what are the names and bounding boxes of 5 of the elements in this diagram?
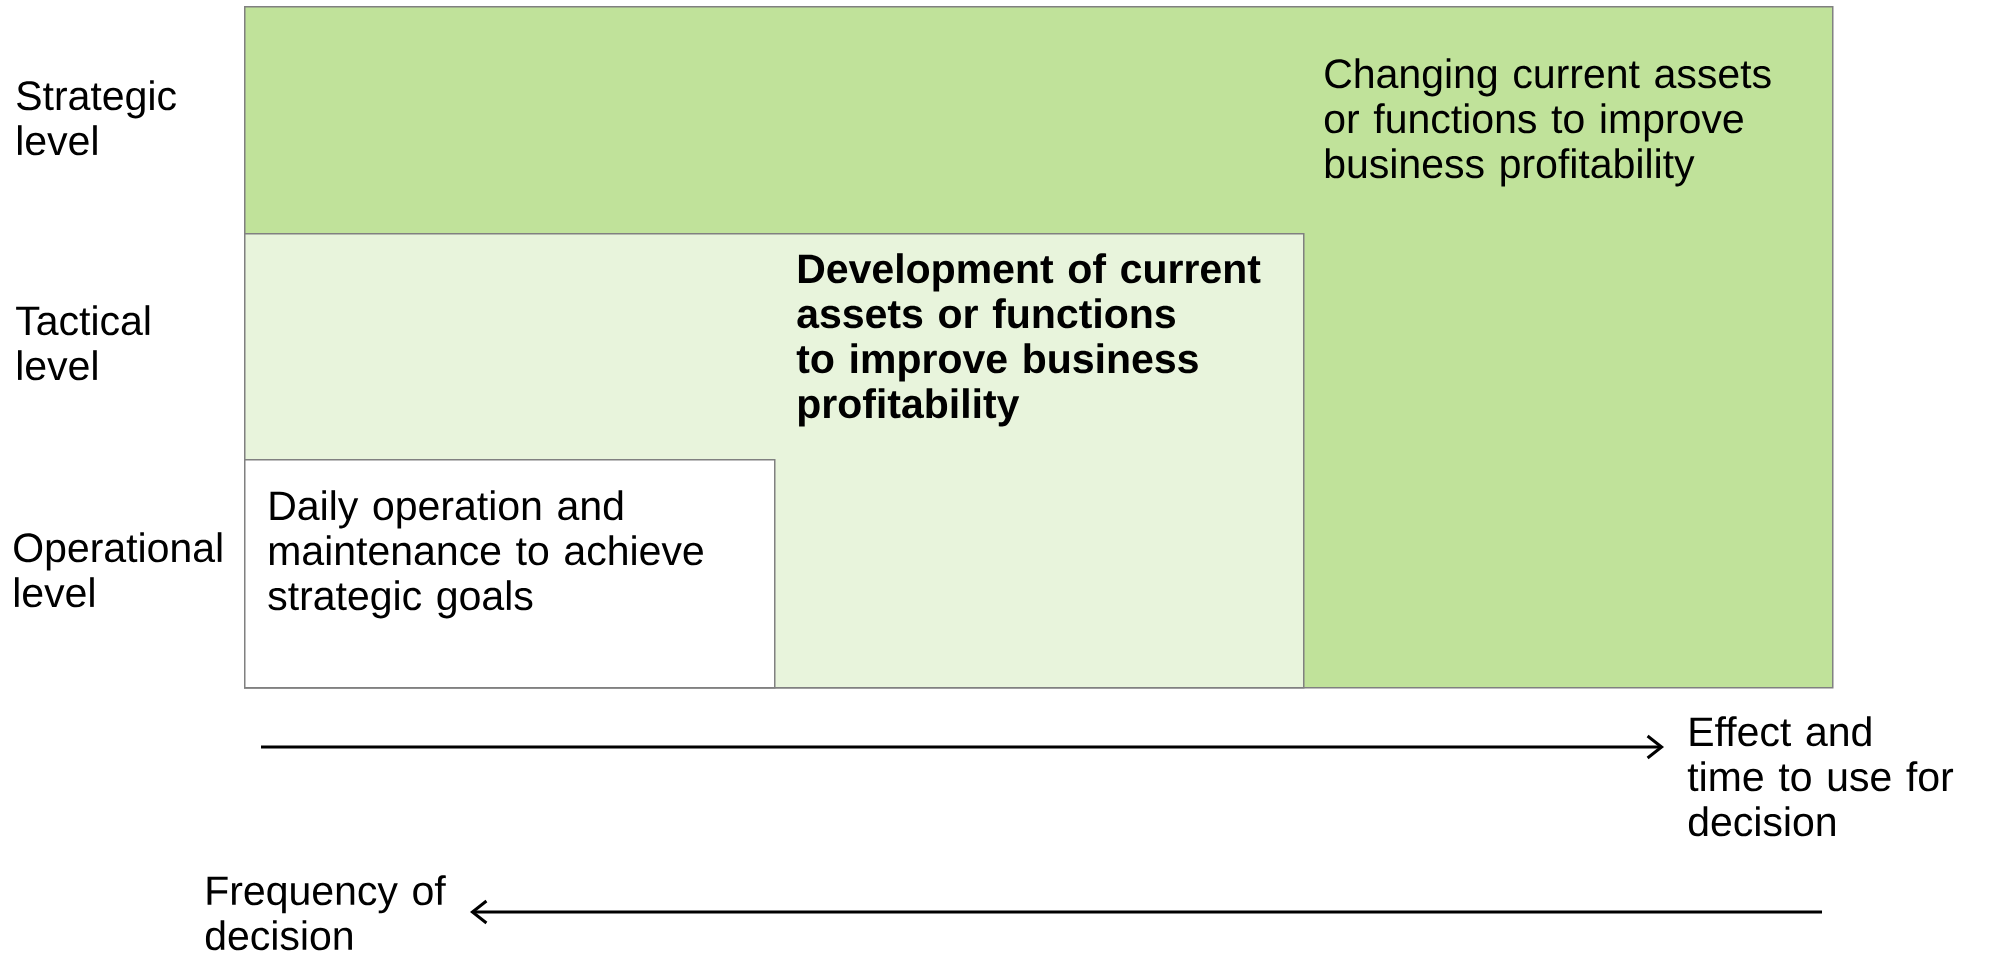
operational-box: Daily operation and maintenance to achieve strategic goals [244,459,776,689]
axis-label: Effect and time to use for decision [1687,716,1954,837]
axis-label: Strategic level [17,80,176,156]
axis-label: Frequency of decision [205,875,446,951]
axis-label: Tactical level [16,305,150,381]
